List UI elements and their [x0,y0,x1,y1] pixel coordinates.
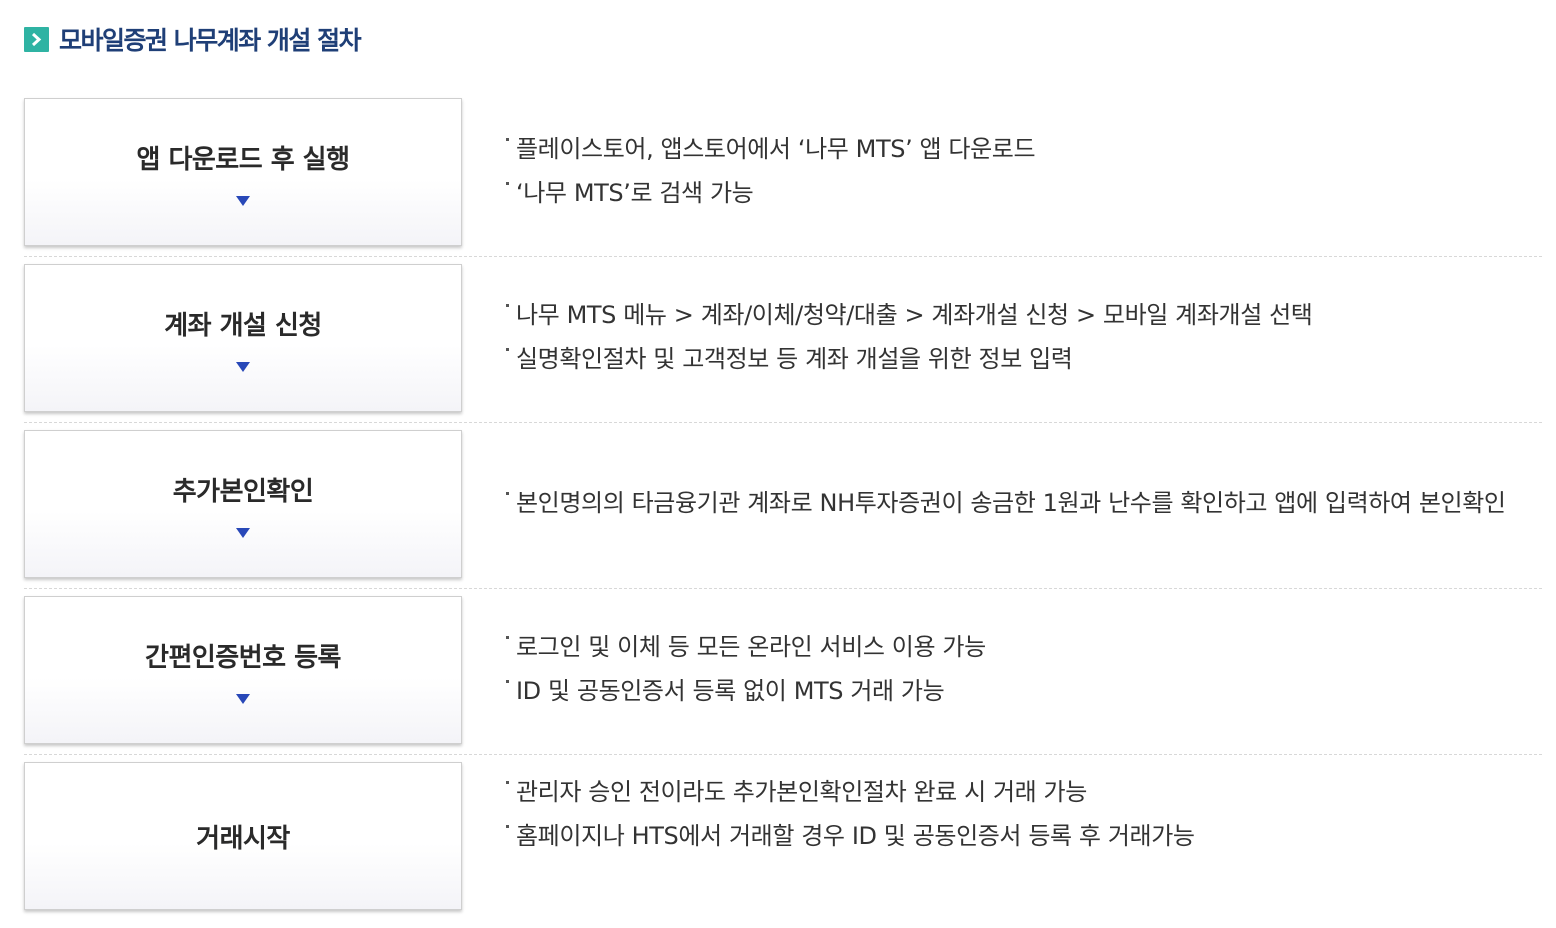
detail-item: 나무 MTS 메뉴 > 계좌/이체/청약/대출 > 계좌개설 신청 > 모바일 … [504,293,1542,337]
dashed-divider [24,754,1542,755]
detail-item: 홈페이지나 HTS에서 거래할 경우 ID 및 공동인증서 등록 후 거래가능 [504,814,1542,858]
step-box: 거래시작 [24,762,462,910]
step-box: 추가본인확인 [24,430,462,578]
detail-item: 실명확인절차 및 고객정보 등 계좌 개설을 위한 정보 입력 [504,337,1542,381]
step-3: 추가본인확인 본인명의의 타금융기관 계좌로 NH투자증권이 송금한 1원과 난… [24,430,1542,596]
dashed-divider [24,588,1542,589]
detail-item: ID 및 공동인증서 등록 없이 MTS 거래 가능 [504,669,1542,713]
step-description: 나무 MTS 메뉴 > 계좌/이체/청약/대출 > 계좌개설 신청 > 모바일 … [504,264,1542,410]
step-title: 거래시작 [196,823,290,854]
page-title: 모바일증권 나무계좌 개설 절차 [59,26,362,55]
step-description: 로그인 및 이체 등 모든 온라인 서비스 이용 가능 ID 및 공동인증서 등… [504,596,1542,742]
step-title: 간편인증번호 등록 [145,642,341,673]
detail-item: 플레이스토어, 앱스토어에서 ‘나무 MTS’ 앱 다운로드 [504,127,1542,171]
step-2: 계좌 개설 신청 나무 MTS 메뉴 > 계좌/이체/청약/대출 > 계좌개설 … [24,264,1542,430]
detail-item: 관리자 승인 전이라도 추가본인확인절차 완료 시 거래 가능 [504,770,1542,814]
dashed-divider [24,422,1542,423]
step-4: 간편인증번호 등록 로그인 및 이체 등 모든 온라인 서비스 이용 가능 ID… [24,596,1542,762]
step-description: 본인명의의 타금융기관 계좌로 NH투자증권이 송금한 1원과 난수를 확인하고… [504,430,1542,576]
step-5: 거래시작 관리자 승인 전이라도 추가본인확인절차 완료 시 거래 가능 홈페이… [24,762,1542,928]
step-description: 플레이스토어, 앱스토어에서 ‘나무 MTS’ 앱 다운로드 ‘나무 MTS’로… [504,98,1542,244]
detail-item: 본인명의의 타금융기관 계좌로 NH투자증권이 송금한 1원과 난수를 확인하고… [504,481,1542,525]
step-title: 추가본인확인 [172,476,314,507]
step-description: 관리자 승인 전이라도 추가본인확인절차 완료 시 거래 가능 홈페이지나 HT… [504,762,1542,916]
section-header: 모바일증권 나무계좌 개설 절차 [24,22,362,56]
step-1: 앱 다운로드 후 실행 플레이스토어, 앱스토어에서 ‘나무 MTS’ 앱 다운… [24,98,1542,264]
triangle-down-icon [236,361,250,372]
step-box: 앱 다운로드 후 실행 [24,98,462,246]
triangle-down-icon [236,195,250,206]
step-box: 간편인증번호 등록 [24,596,462,744]
triangle-down-icon [236,693,250,704]
step-title: 앱 다운로드 후 실행 [136,144,350,175]
step-title: 계좌 개설 신청 [164,310,322,341]
detail-item: ‘나무 MTS’로 검색 가능 [504,171,1542,215]
detail-item: 로그인 및 이체 등 모든 온라인 서비스 이용 가능 [504,625,1542,669]
step-box: 계좌 개설 신청 [24,264,462,412]
triangle-down-icon [236,527,250,538]
dashed-divider [24,256,1542,257]
chevron-right-icon [24,26,49,52]
